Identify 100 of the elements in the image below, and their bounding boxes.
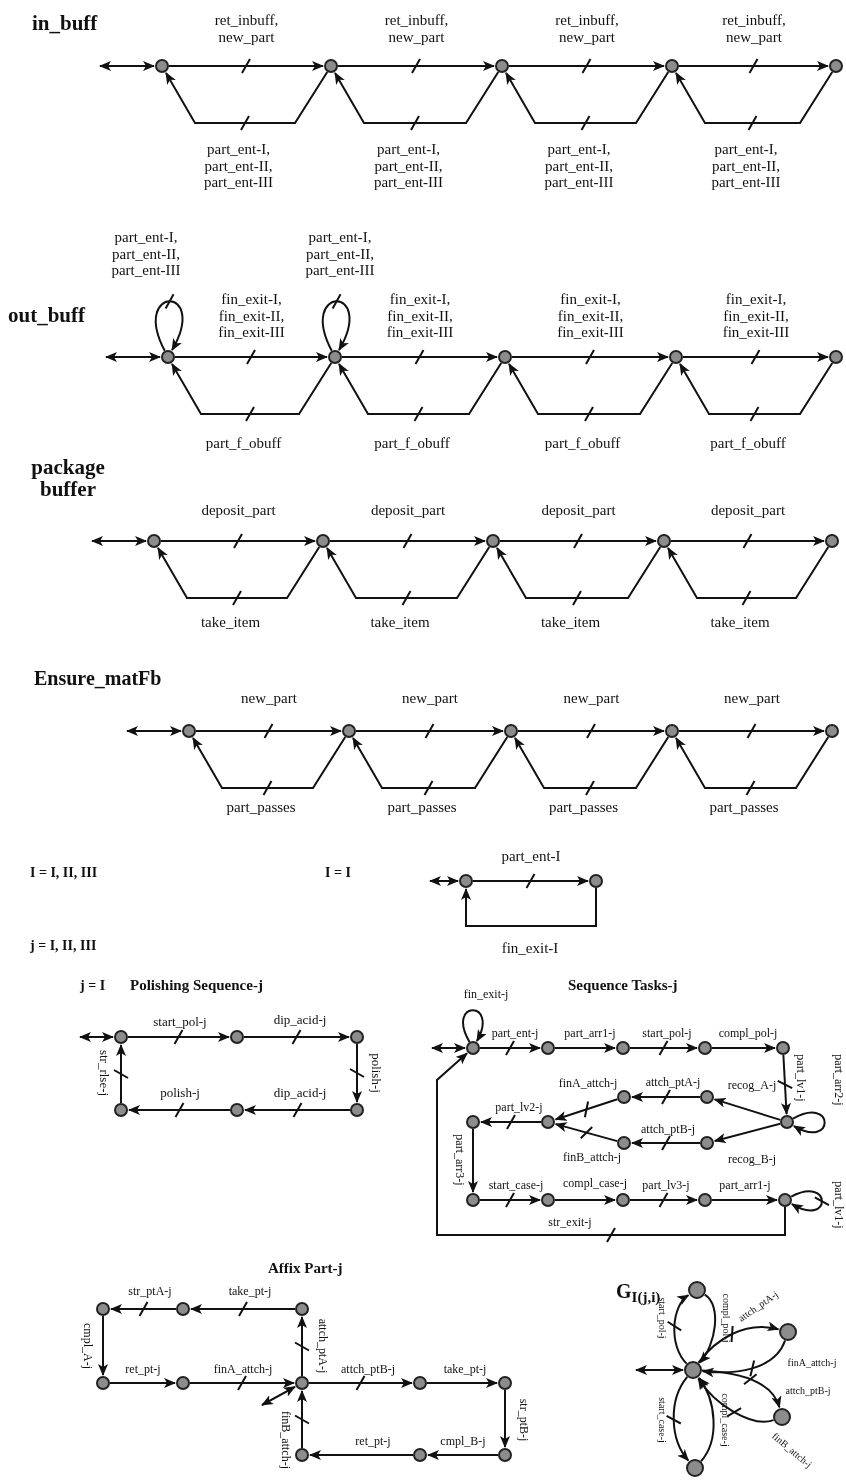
loop-arrow — [154, 300, 184, 352]
edge-label: part_arr2-j — [831, 1054, 845, 1106]
edge-label: recog_B-j — [728, 1153, 776, 1167]
edge-label: attch_ptA-j — [315, 1318, 329, 1374]
edge-label: part_ent-I, part_ent-II, part_ent-III — [304, 229, 376, 279]
arrow — [554, 1195, 616, 1205]
edge-label: str_rlse-j — [96, 1049, 112, 1097]
arrow — [517, 726, 665, 736]
edge-label: finA_attch-j — [787, 1356, 837, 1368]
edge-label: part_f_obuff — [544, 434, 621, 452]
edge-label: take_item — [710, 613, 770, 631]
arrow — [160, 536, 316, 546]
double-headed-arrow — [105, 352, 161, 362]
arrow — [329, 536, 486, 546]
arrow — [192, 735, 347, 789]
edge-label: new_part — [563, 689, 620, 707]
edge-label: part_ent-I, part_ent-II, part_ent-III — [202, 141, 275, 191]
arrow — [508, 61, 665, 71]
edge-label: part_f_obuff — [374, 434, 450, 452]
edge-label: new_part — [241, 689, 297, 707]
arrow — [309, 1450, 414, 1460]
edge-label: compl_pol-j — [720, 1293, 732, 1343]
arrow — [128, 1105, 231, 1115]
arrow — [127, 1032, 230, 1042]
arrow — [116, 1044, 126, 1104]
edge-label: ret_inbuff, new_part — [213, 11, 280, 45]
arrow — [171, 361, 333, 415]
arrow — [334, 70, 500, 124]
arrow — [505, 70, 670, 124]
edge-label: fin_exit-j — [463, 988, 509, 1002]
section-title: Ensure_matFb — [34, 666, 162, 691]
edge-label: part_passes — [548, 798, 619, 816]
loop-arrow — [462, 1009, 486, 1043]
edge-label: deposit_part — [201, 501, 276, 519]
arrow — [673, 1294, 690, 1365]
edge-label: start_pol-j — [153, 1014, 207, 1030]
arrow — [326, 545, 491, 599]
edge-label: attch_ptB-j — [785, 1384, 831, 1396]
arrow — [554, 1043, 616, 1053]
arrow — [511, 352, 669, 362]
index-note: I = I, II, III — [30, 864, 98, 882]
loop-arrow — [790, 1190, 823, 1214]
arrow — [781, 1054, 791, 1115]
arrow — [110, 1304, 177, 1314]
edge-label: finB_attch-j — [563, 1151, 621, 1165]
arrow — [496, 545, 662, 599]
edge-label: polish-j — [368, 1053, 384, 1093]
arrow — [682, 352, 829, 362]
arrow — [713, 1097, 782, 1121]
arrow — [500, 1389, 510, 1448]
edge-label: take_item — [200, 613, 261, 631]
arrow — [480, 1117, 542, 1127]
edge-label: part_ent-j — [491, 1027, 539, 1041]
arrow — [109, 1378, 176, 1388]
arrow — [508, 361, 674, 415]
arrow — [436, 1052, 786, 1236]
edge-label: start_case-j — [656, 1397, 668, 1443]
edge-label: part_arr3-j — [452, 1134, 466, 1186]
edge-label: ret_inbuff, new_part — [554, 11, 620, 45]
edge-label: finA_attch-j — [213, 1363, 273, 1377]
section-title: package buffer — [30, 456, 106, 500]
edge-label: finB_attch-j — [278, 1411, 292, 1469]
edge-label: fin_exit-I, fin_exit-II, fin_exit-III — [721, 291, 791, 341]
edge-label: str_ptA-j — [128, 1285, 172, 1299]
arrow — [701, 1369, 781, 1409]
edge-label: part_lv2-j — [495, 1101, 543, 1115]
arrow — [157, 545, 321, 599]
double-headed-arrow — [429, 876, 459, 886]
arrow — [297, 1316, 307, 1377]
arrow — [427, 1450, 499, 1460]
arrow — [713, 1122, 782, 1143]
arrow — [355, 726, 504, 736]
arrow — [243, 1032, 350, 1042]
arrow — [337, 61, 495, 71]
arrow — [514, 735, 670, 789]
double-headed-arrow — [99, 61, 155, 71]
edge-label: take_pt-j — [443, 1363, 487, 1377]
arrow — [711, 1195, 778, 1205]
edge-label: cmpl_B-j — [440, 1435, 486, 1449]
arrow — [479, 1043, 541, 1053]
edge-label: part_f_obuff — [710, 434, 786, 452]
arrow — [631, 1138, 701, 1148]
edge-label: part_ent-I, part_ent-II, part_ent-III — [710, 141, 782, 191]
loop-arrow — [792, 1111, 826, 1136]
edge-label: dip_acid-j — [273, 1085, 327, 1101]
arrow — [341, 352, 498, 362]
edge-label: new_part — [402, 689, 458, 707]
edge-label: ret_inbuff, new_part — [721, 11, 787, 45]
edge-label: cmpl_A-j — [80, 1323, 94, 1369]
edge-label: new_part — [724, 689, 780, 707]
arrow — [554, 1122, 619, 1143]
edge-label: part_ent-I, part_ent-II, part_ent-III — [110, 229, 182, 279]
edge-label: part_f_obuff — [205, 434, 282, 452]
arrow — [678, 726, 825, 736]
edge-label: part_passes — [226, 798, 296, 816]
edge-label: compl_case-j — [563, 1177, 627, 1191]
double-headed-arrow — [91, 536, 147, 546]
edge-label: start_pol-j — [642, 1027, 692, 1041]
arrow — [698, 1293, 717, 1364]
edge-label: part_lv1-j — [831, 1181, 845, 1229]
